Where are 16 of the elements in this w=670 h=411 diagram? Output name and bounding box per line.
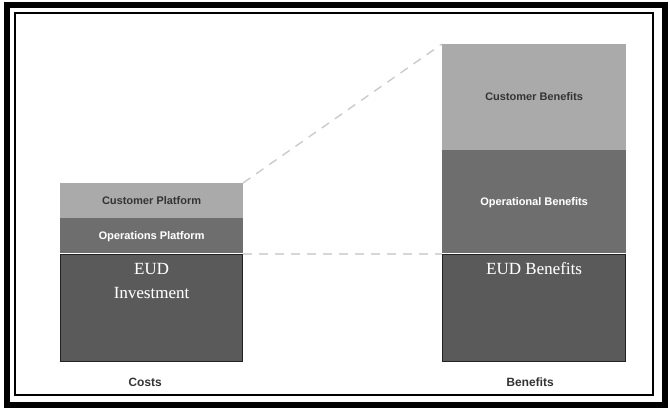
block-label: Customer Platform (102, 194, 202, 206)
block-label: EUD Benefits (486, 258, 582, 280)
block-label: Operations Platform (98, 230, 204, 242)
block-label: EUD Investment (112, 258, 190, 304)
axis-category-label: Costs (128, 375, 162, 389)
dashed-guide-line (243, 253, 442, 255)
block-label: Customer Benefits (485, 91, 583, 103)
axis-category-label: Benefits (506, 375, 554, 389)
stacked-segment (442, 44, 626, 150)
dashed-guide-line (242, 43, 442, 184)
base-block (60, 254, 243, 362)
stacked-segment (442, 150, 626, 253)
block-label: Operational Benefits (480, 196, 588, 208)
base-block (442, 254, 626, 362)
stacked-segment (60, 218, 243, 253)
stacked-segment (60, 183, 243, 218)
